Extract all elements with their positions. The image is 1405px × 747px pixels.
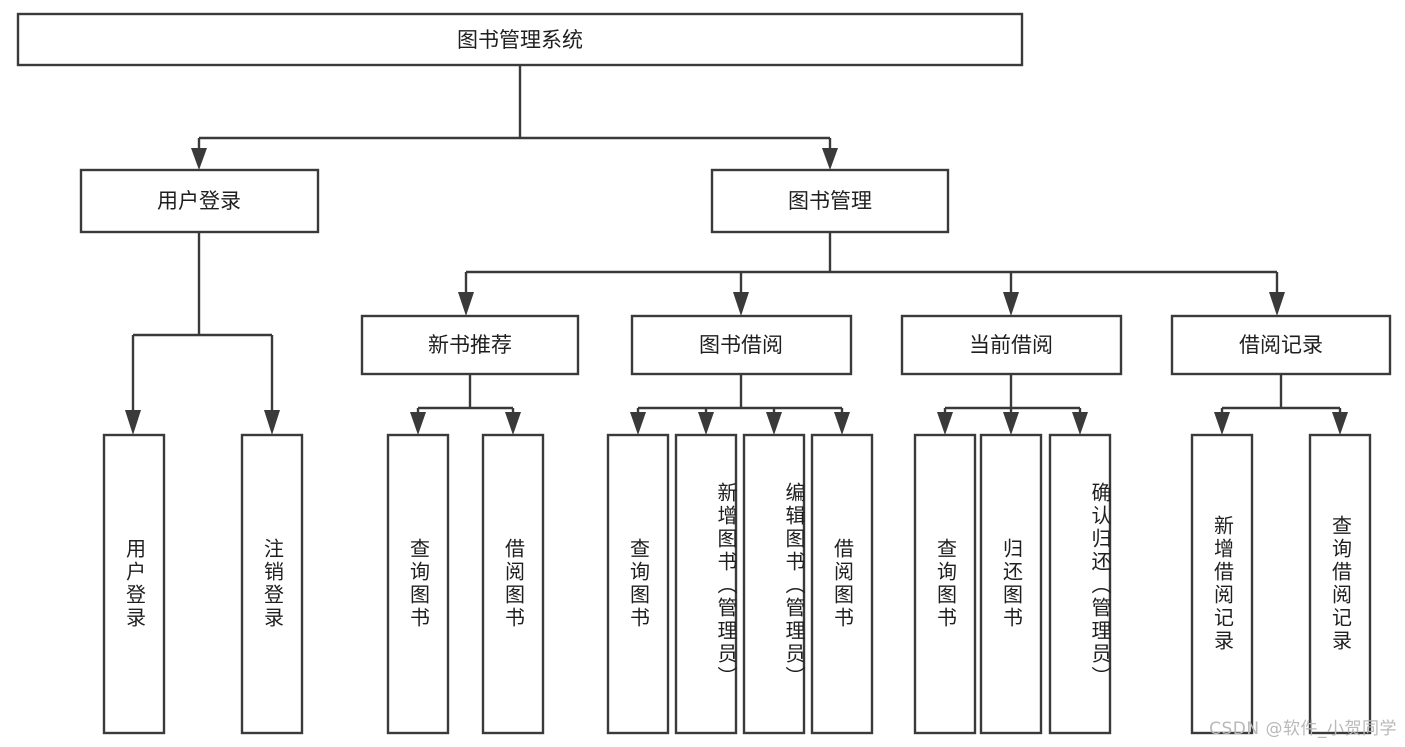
node-book-management[interactable]: 图书管理 <box>710 168 950 234</box>
node-book-management-system[interactable]: 图书管理系统 <box>16 12 1024 67</box>
csdn-watermark: CSDN @软件_小贺同学 <box>1209 719 1397 739</box>
node-book-borrow[interactable]: 图书借阅 <box>630 314 853 376</box>
leaf-confirm-return-admin-box[interactable] <box>1048 433 1112 735</box>
arrow-leaf-query-borrow-record <box>1332 412 1348 435</box>
leaf-box-group <box>102 433 1372 735</box>
arrow-leaf-confirm-return-admin <box>1072 412 1088 435</box>
leaf-user-login-box[interactable] <box>102 433 166 735</box>
node-book-management-system-label: 图书管理系统 <box>457 28 583 52</box>
arrow-leaf-borrow-book <box>834 412 850 435</box>
node-user-login-box[interactable] <box>79 168 320 234</box>
leaf-add-borrow-record-box[interactable] <box>1190 433 1254 735</box>
node-user-login[interactable]: 用户登录 <box>79 168 320 234</box>
arrow-leaf-logout <box>264 410 280 435</box>
node-current-borrow[interactable]: 当前借阅 <box>900 314 1123 376</box>
node-book-management-system-box[interactable] <box>16 12 1024 67</box>
arrow-leaf-add-borrow-record <box>1214 412 1230 435</box>
node-borrow-record-box[interactable] <box>1170 314 1392 376</box>
node-new-book-recommend-label: 新书推荐 <box>428 333 512 357</box>
leaf-borrow-book-newbook-box[interactable] <box>481 433 545 735</box>
leaf-edit-book-admin-box[interactable] <box>742 433 806 735</box>
arrow-leaf-return-book <box>1003 412 1019 435</box>
arrow-leaf-edit-book-admin <box>766 412 782 435</box>
arrow-to-user-login <box>191 148 207 170</box>
leaf-logout-box[interactable] <box>240 433 304 735</box>
leaf-add-book-admin-box[interactable] <box>674 433 738 735</box>
connector-group <box>125 65 1348 435</box>
arrow-leaf-add-book-admin <box>698 412 714 435</box>
leaf-borrow-book-box[interactable] <box>810 433 874 735</box>
arrow-leaf-borrow-book-newbook <box>505 412 521 435</box>
node-borrow-record[interactable]: 借阅记录 <box>1170 314 1392 376</box>
arrow-to-borrow-record <box>1269 292 1285 316</box>
leaf-query-book-current-box[interactable] <box>913 433 977 735</box>
leaf-query-book-borrow-box[interactable] <box>606 433 670 735</box>
node-borrow-record-label: 借阅记录 <box>1239 333 1323 357</box>
arrow-to-new-book-recommend <box>458 292 474 316</box>
node-new-book-recommend-box[interactable] <box>360 314 580 376</box>
leaf-return-book-box[interactable] <box>979 433 1043 735</box>
node-book-borrow-box[interactable] <box>630 314 853 376</box>
node-book-management-label: 图书管理 <box>788 189 872 213</box>
node-new-book-recommend[interactable]: 新书推荐 <box>360 314 580 376</box>
node-current-borrow-label: 当前借阅 <box>969 333 1053 357</box>
arrow-leaf-query-book-current <box>937 412 953 435</box>
leaf-query-borrow-record-box[interactable] <box>1308 433 1372 735</box>
node-book-borrow-label: 图书借阅 <box>699 333 783 357</box>
leaf-query-book-newbook-box[interactable] <box>386 433 450 735</box>
arrow-leaf-query-book-newbook <box>410 412 426 435</box>
node-book-management-box[interactable] <box>710 168 950 234</box>
arrow-leaf-query-book-borrow <box>630 412 646 435</box>
arrow-to-current-borrow <box>1003 292 1019 316</box>
arrow-to-book-borrow <box>733 292 749 316</box>
node-user-login-label: 用户登录 <box>157 189 241 213</box>
arrow-to-book-mgmt <box>822 148 838 170</box>
arrow-leaf-user-login <box>125 410 141 435</box>
node-current-borrow-box[interactable] <box>900 314 1123 376</box>
